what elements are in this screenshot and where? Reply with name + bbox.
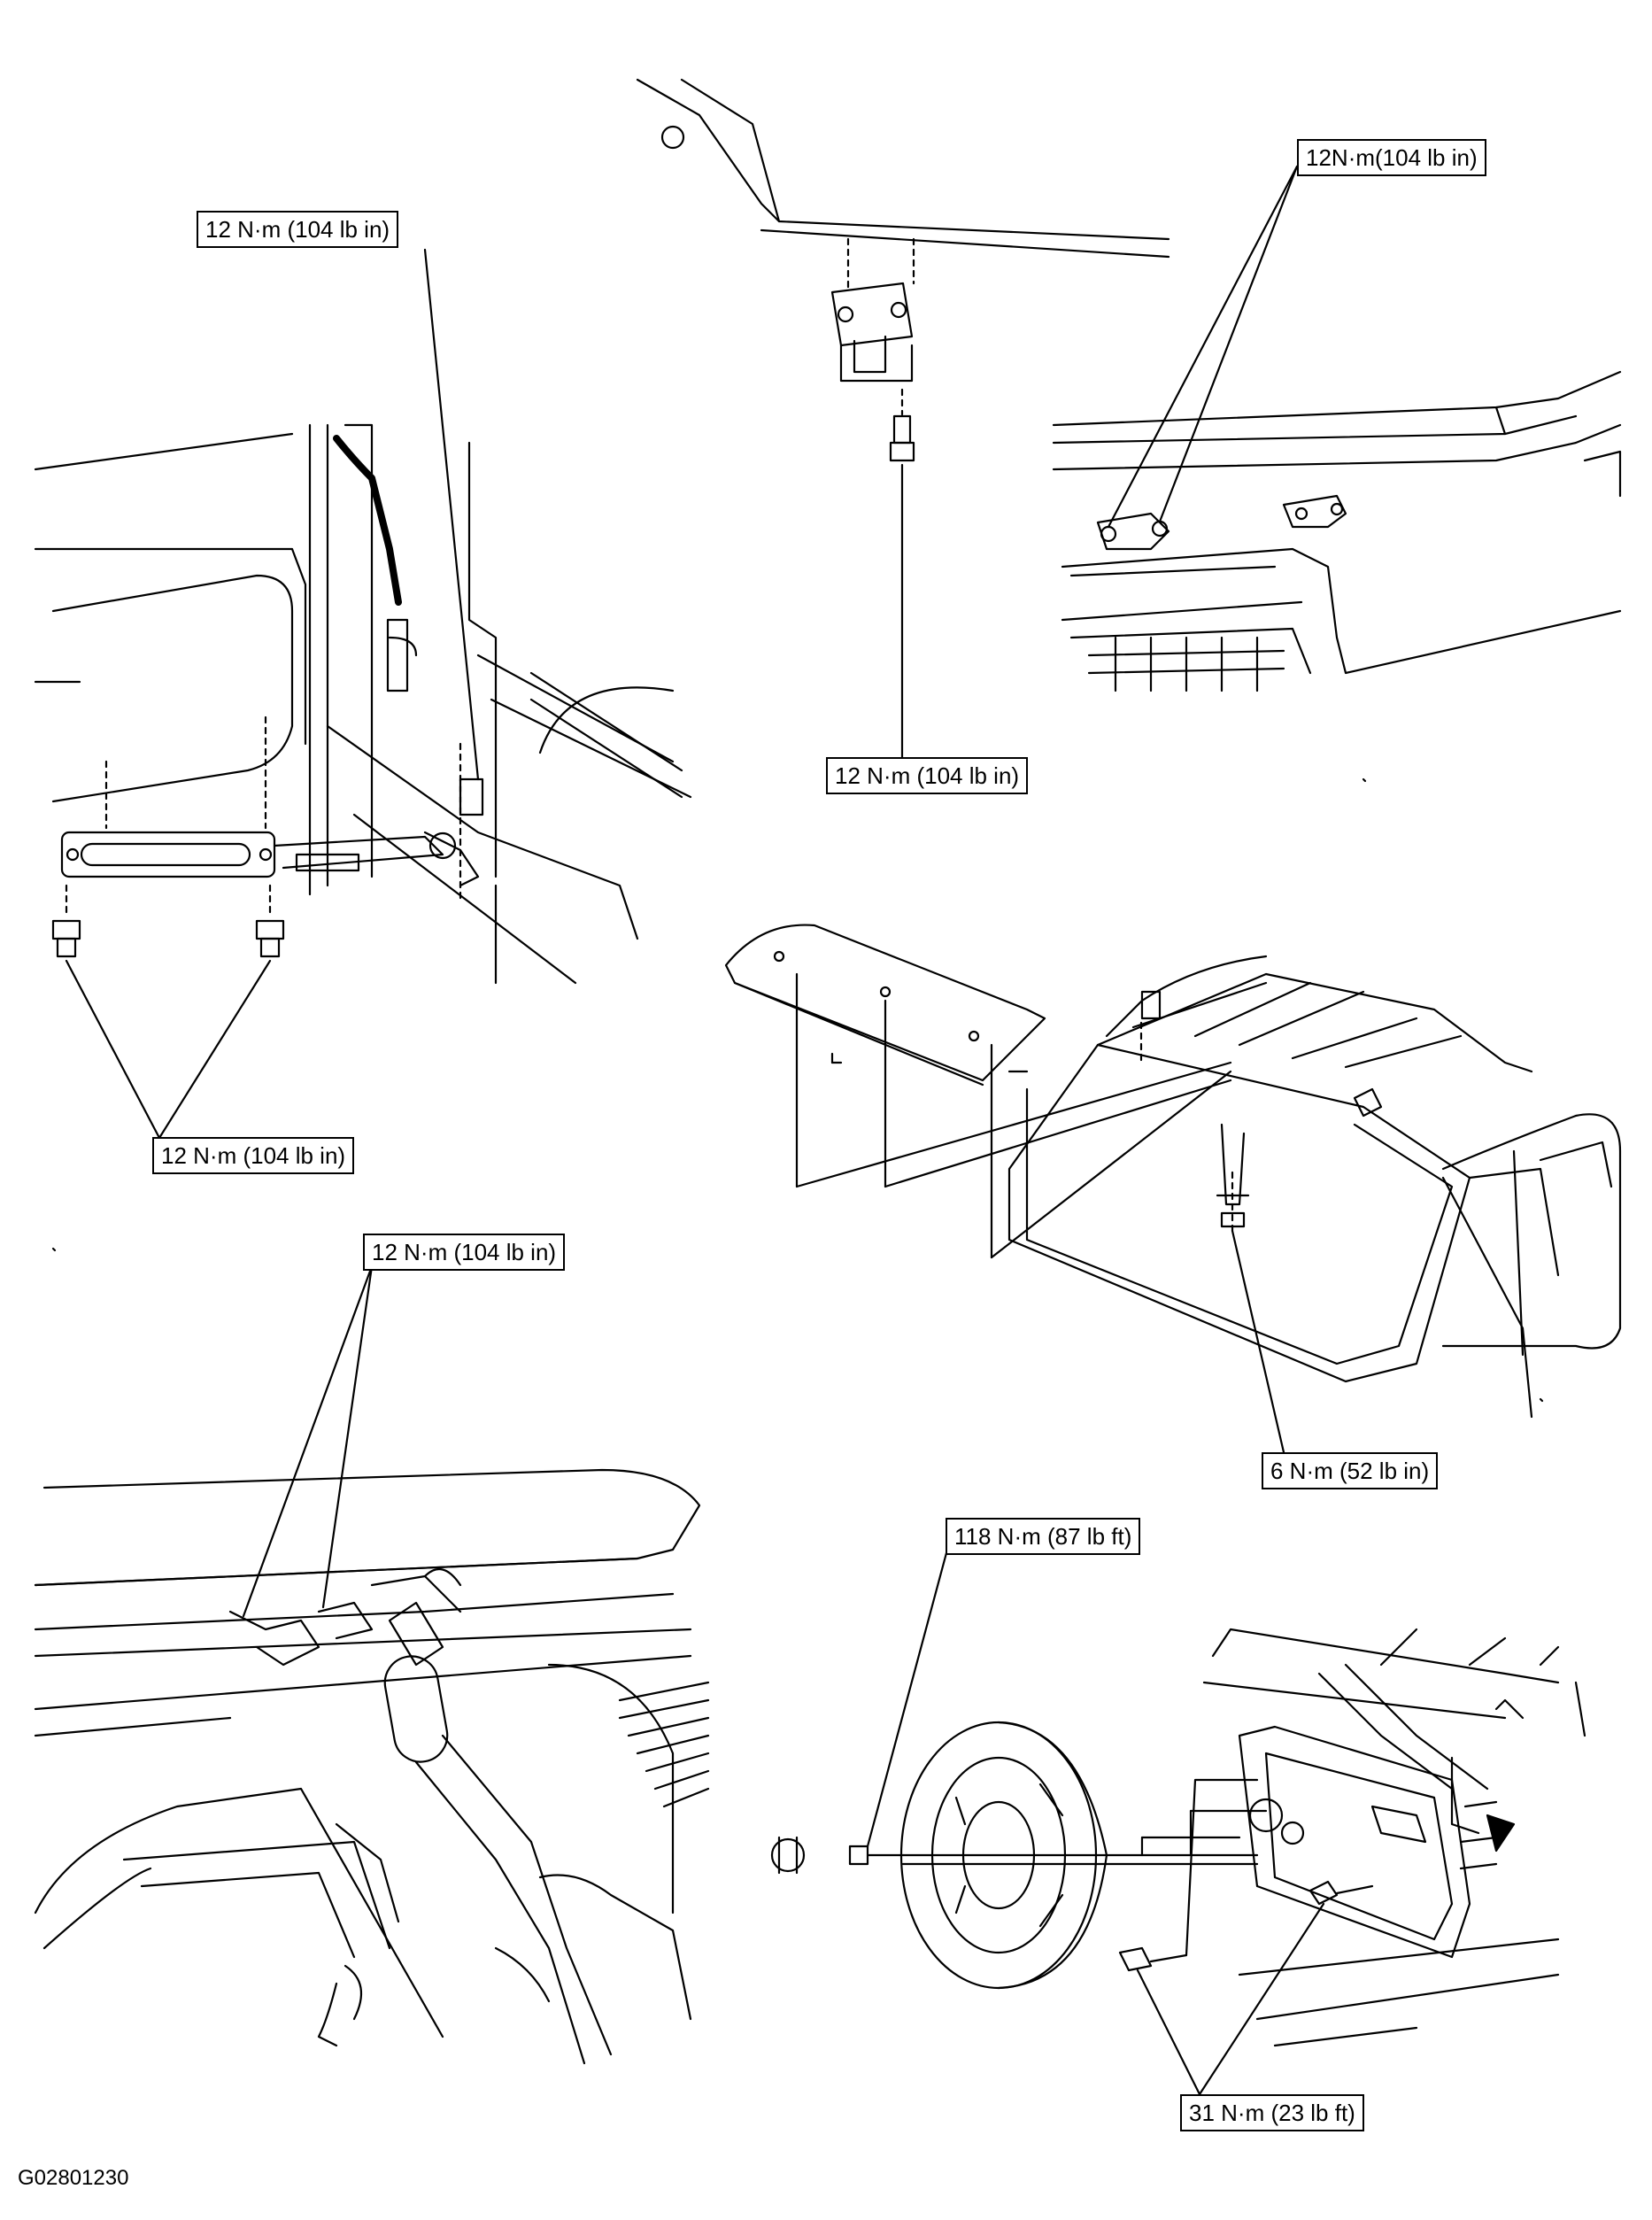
lamp-view (724, 924, 1622, 1454)
liftgate-hinge-view (34, 1265, 710, 2065)
door-check-strap-view (34, 248, 692, 1140)
torque-label-lamp: 6 N·m (52 lb in) (1262, 1452, 1439, 1489)
spare-tire-carrier-view (770, 1548, 1586, 2096)
torque-label-liftgate-hinge: 12 N·m (104 lb in) (363, 1234, 566, 1271)
torque-label-door-check-upper: 12 N·m (104 lb in) (197, 211, 399, 248)
torque-label-striker: 12N·m(104 lb in) (1297, 139, 1486, 176)
figure-code: G02801230 (18, 2166, 129, 2190)
torque-label-bumper-stop: 12 N·m (104 lb in) (826, 757, 1029, 794)
torque-label-wheel-nut: 118 N·m (87 lb ft) (946, 1518, 1141, 1555)
bumper-stop-view (636, 78, 1170, 759)
torque-label-carrier-bolts: 31 N·m (23 lb ft) (1180, 2094, 1364, 2131)
torque-label-door-check-lower: 12 N·m (104 lb in) (152, 1137, 355, 1174)
striker-view (1052, 165, 1622, 692)
